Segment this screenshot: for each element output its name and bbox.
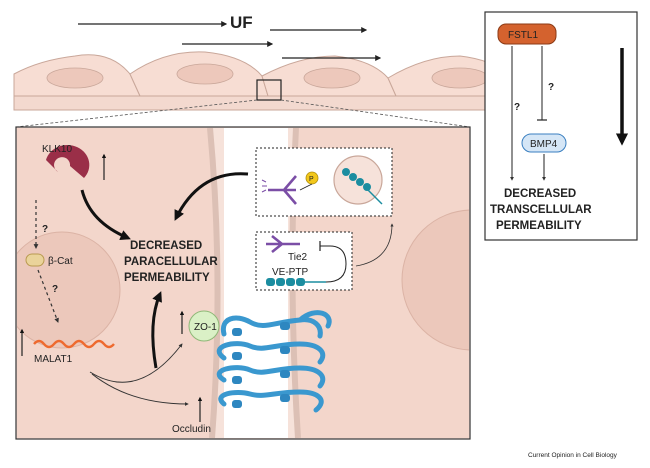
panel-frame xyxy=(484,11,638,241)
bmp4-shape xyxy=(521,133,567,153)
zo1-label: ZO-1 xyxy=(194,322,217,333)
junction-strand xyxy=(216,341,326,365)
klk10-shape xyxy=(46,144,90,178)
fstl1-shape xyxy=(497,23,557,45)
phospho-burst xyxy=(261,179,267,193)
beta-cat-shape xyxy=(25,253,45,267)
unknown-mark-2: ? xyxy=(52,284,58,295)
flow-arrows: UF xyxy=(78,13,382,61)
zo1-to-outcome-arrow xyxy=(151,291,162,369)
beta-cat: β-Cat xyxy=(25,253,73,267)
outcome-line-1: DECREASED xyxy=(130,240,202,252)
malat1-rna xyxy=(33,339,115,349)
credit-text: Current Opinion in Cell Biology xyxy=(528,452,618,459)
internalization-arrow xyxy=(355,223,394,267)
outcome-line-3: PERMEABILITY xyxy=(124,272,210,284)
paracellular-outcome: DECREASED PARACELLULAR PERMEABILITY xyxy=(124,240,218,284)
tie2-veptp-box: Tie2 VE-PTP xyxy=(255,231,353,291)
phospho-label: P xyxy=(309,176,314,183)
veptp-inhibition-line xyxy=(320,245,347,283)
unknown-mark-1: ? xyxy=(42,224,48,235)
tie2-to-outcome-arrow xyxy=(174,172,249,221)
tie2-activation-box: P xyxy=(255,147,393,217)
phospho-link xyxy=(299,183,313,191)
veptp-tail xyxy=(367,189,383,205)
nucleus xyxy=(431,67,489,89)
nucleus xyxy=(303,67,361,89)
junction-beads xyxy=(232,322,290,408)
transcellular-panel: FSTL1 ? ? BMP4 DECREASED TRANSCELLULAR P… xyxy=(484,11,638,241)
tight-junction-strands xyxy=(216,310,332,413)
klk10-protein: KLK10 xyxy=(42,144,107,180)
veptp-protein xyxy=(266,278,305,286)
outcome-line-3: PERMEABILITY xyxy=(496,220,582,232)
junction-strand xyxy=(218,389,324,413)
bmp4-label: BMP4 xyxy=(530,139,558,150)
zo1: ZO-1 xyxy=(179,310,220,342)
veptp-label: VE-PTP xyxy=(272,267,308,278)
malat1: MALAT1 xyxy=(19,328,115,365)
flow-label: UF xyxy=(230,13,253,32)
nucleus xyxy=(46,67,104,89)
outcome-line-2: PARACELLULAR xyxy=(124,256,218,268)
beta-cat-label: β-Cat xyxy=(48,256,73,267)
malat1-to-zo1-arrow xyxy=(89,343,183,383)
klk10-to-outcome-arrow xyxy=(80,189,131,240)
zo1-shape xyxy=(188,310,220,342)
zoom-region-box xyxy=(256,79,282,101)
zoom-guide-right xyxy=(280,99,471,128)
tie2-receptor xyxy=(266,234,300,254)
fstl1-label: FSTL1 xyxy=(508,30,538,41)
nucleus xyxy=(176,63,234,85)
tie2-label: Tie2 xyxy=(288,252,308,263)
junction-strand xyxy=(216,365,326,389)
junction-strand xyxy=(297,310,332,329)
occludin-label: Occludin xyxy=(172,424,211,435)
klk10-label: KLK10 xyxy=(42,144,72,155)
unknown-mark-4: ? xyxy=(514,102,520,113)
veptp-internalized xyxy=(342,168,371,191)
malat1-to-occludin-arrow xyxy=(91,373,189,406)
outcome-line-1: DECREASED xyxy=(504,188,576,200)
malat1-label: MALAT1 xyxy=(34,354,73,365)
left-membrane xyxy=(207,128,221,438)
unknown-mark-3: ? xyxy=(548,82,554,93)
tie2-receptor xyxy=(268,175,297,205)
junction-strand xyxy=(220,315,323,339)
outcome-line-2: TRANSCELLULAR xyxy=(490,204,592,216)
right-nucleus xyxy=(401,209,469,351)
zoom-guide-left xyxy=(15,99,258,128)
